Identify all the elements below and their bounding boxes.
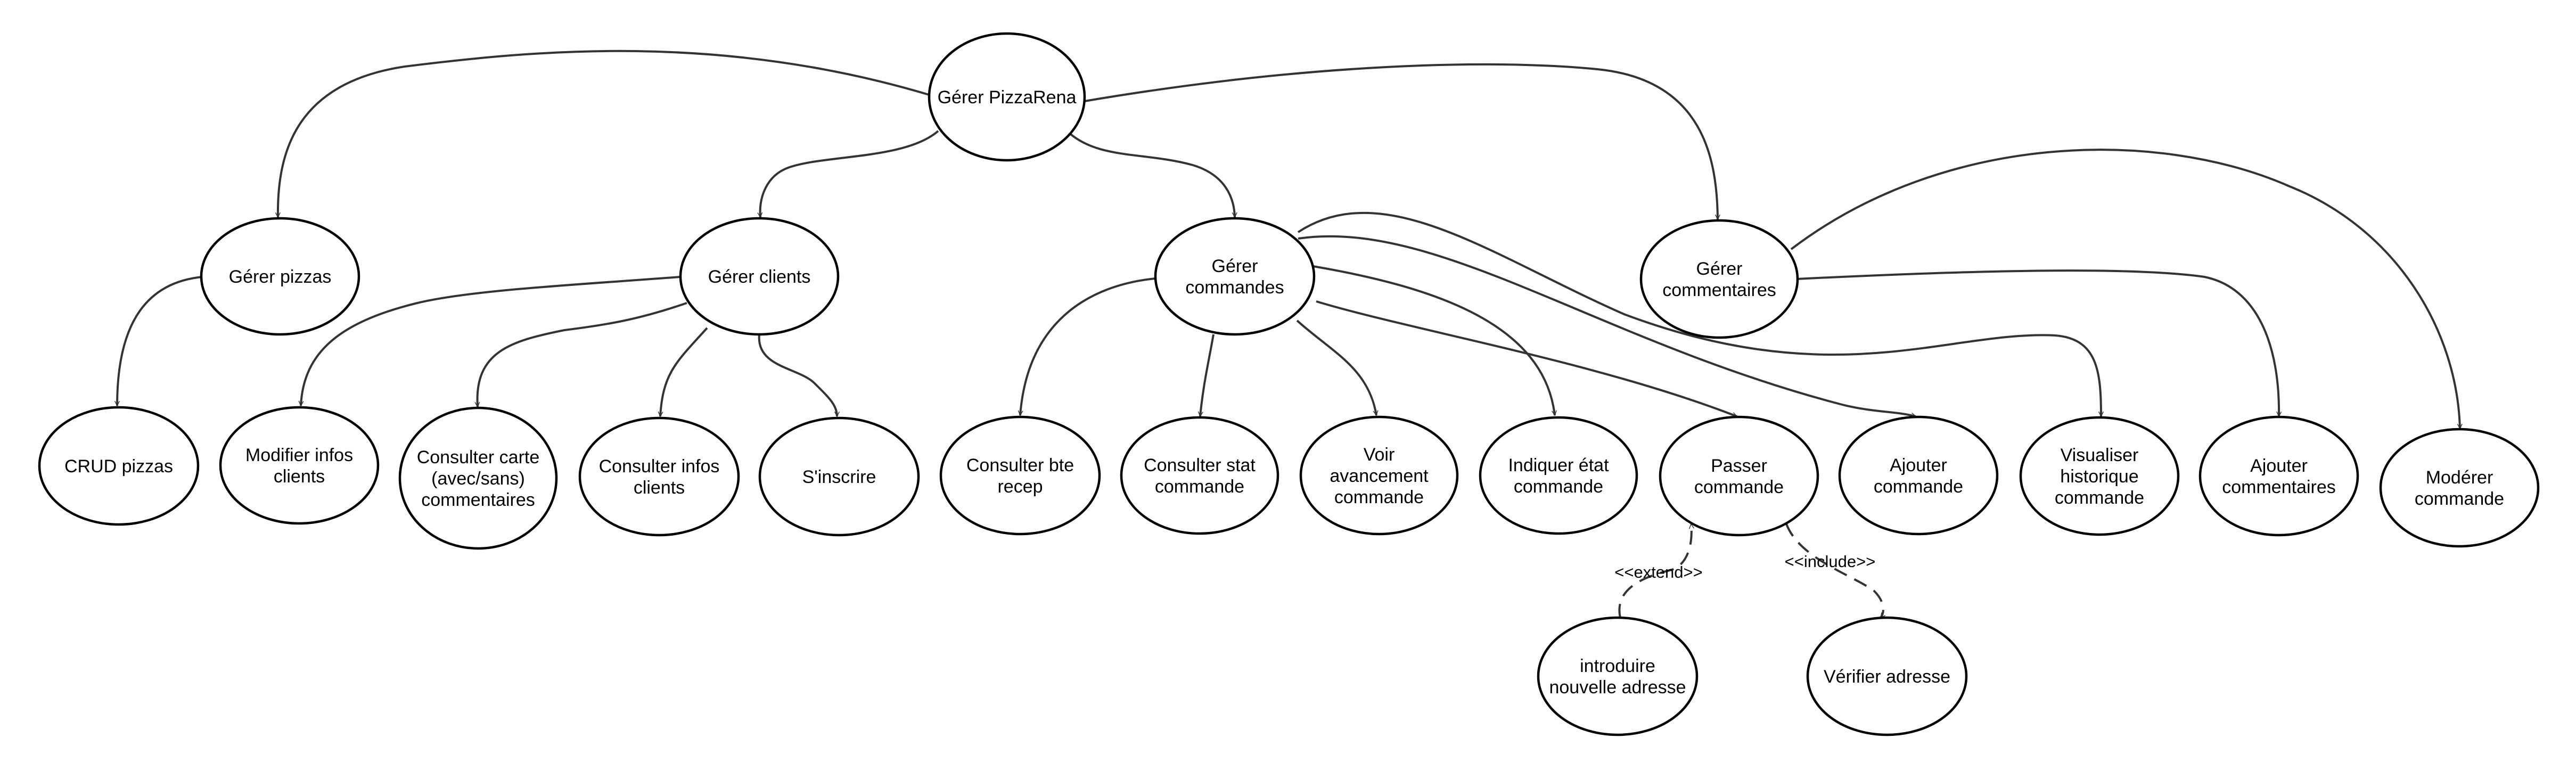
use-case-ellipse [398, 406, 558, 550]
use-case-ellipse [1659, 415, 1819, 537]
edge-introduire-to-passer [1618, 524, 1691, 618]
use-case-label: Consulter carte(avec/sans)commentaires [417, 447, 540, 510]
use-case-ellipse [1639, 219, 1799, 339]
edge-clients-to-inscrire [758, 334, 837, 416]
edge-clients-to-modifier [301, 276, 681, 406]
use-case-ellipse [1537, 616, 1699, 736]
use-case-label: CRUD pizzas [64, 456, 173, 477]
edge-pizzas-to-crud [117, 276, 203, 406]
edge-commandes-to-bte [1020, 277, 1156, 415]
use-case-ellipse [200, 217, 360, 336]
use-case-ellipse [219, 406, 380, 525]
use-case-root: Gérer PizzaRena [928, 32, 1086, 162]
edge-clients-to-carte [478, 302, 687, 407]
edge-root-to-clients [760, 130, 939, 217]
use-case-label: Gérer PizzaRena [938, 87, 1077, 108]
use-case-label: Gérer pizzas [229, 267, 332, 287]
use-case-verifier: Vérifier adresse [1806, 616, 1968, 736]
edge-commandes-to-avancement [1296, 319, 1376, 415]
edge-commandes-to-stat [1200, 334, 1215, 416]
use-case-ellipse [928, 32, 1086, 162]
use-case-ellipse [578, 416, 740, 537]
use-case-ellipse [38, 406, 200, 526]
use-case-ellipse [2379, 428, 2540, 548]
use-case-ellipse [1299, 415, 1459, 536]
edges [117, 50, 2460, 619]
use-case-ellipse [1120, 416, 1279, 535]
use-case-ellipse [939, 415, 1101, 536]
edge-clients-to-infos [660, 327, 708, 416]
use-case-pizzas: Gérer pizzas [200, 217, 360, 336]
use-case-ellipse [1806, 616, 1968, 736]
edge-stereotype-label: <<include>> [1785, 552, 1876, 571]
edge-commandes-to-passer [1316, 300, 1737, 417]
edge-commentaires-to-moderer [1790, 149, 2460, 429]
edge-root-to-commentaires [1084, 63, 1718, 219]
use-case-ellipse [1838, 415, 1999, 536]
edge-stereotype-label: <<extend>> [1614, 563, 1703, 581]
edge-passer-to-verifier [1785, 523, 1883, 619]
edge-labels: <<extend>> <<include>> [1614, 552, 1875, 581]
edge-commandes-to-ajouter_cmd [1298, 235, 1916, 416]
use-case-inscrire: S'inscrire [758, 416, 920, 537]
use-case-carte: Consulter carte(avec/sans)commentaires [398, 406, 558, 550]
use-case-crud: CRUD pizzas [38, 406, 200, 526]
edge-commandes-to-historique [1297, 212, 2101, 416]
use-case-ellipse [2019, 416, 2180, 536]
use-case-label: Vérifier adresse [1824, 667, 1950, 687]
use-case-ellipse [1154, 217, 1316, 336]
use-case-clients: Gérer clients [679, 217, 840, 336]
use-case-ellipse [1479, 416, 1638, 535]
use-case-ellipse [2198, 415, 2359, 537]
edge-commentaires-to-ajouter_com [1795, 269, 2279, 416]
edge-root-to-pizzas [278, 50, 930, 217]
edge-root-to-commandes [1066, 130, 1235, 217]
use-case-ellipse [758, 416, 920, 537]
edge-commandes-to-etat [1312, 265, 1555, 415]
use-case-label: Gérer clients [708, 267, 811, 287]
use-case-ellipse [679, 217, 840, 336]
use-case-label: S'inscrire [802, 467, 876, 487]
